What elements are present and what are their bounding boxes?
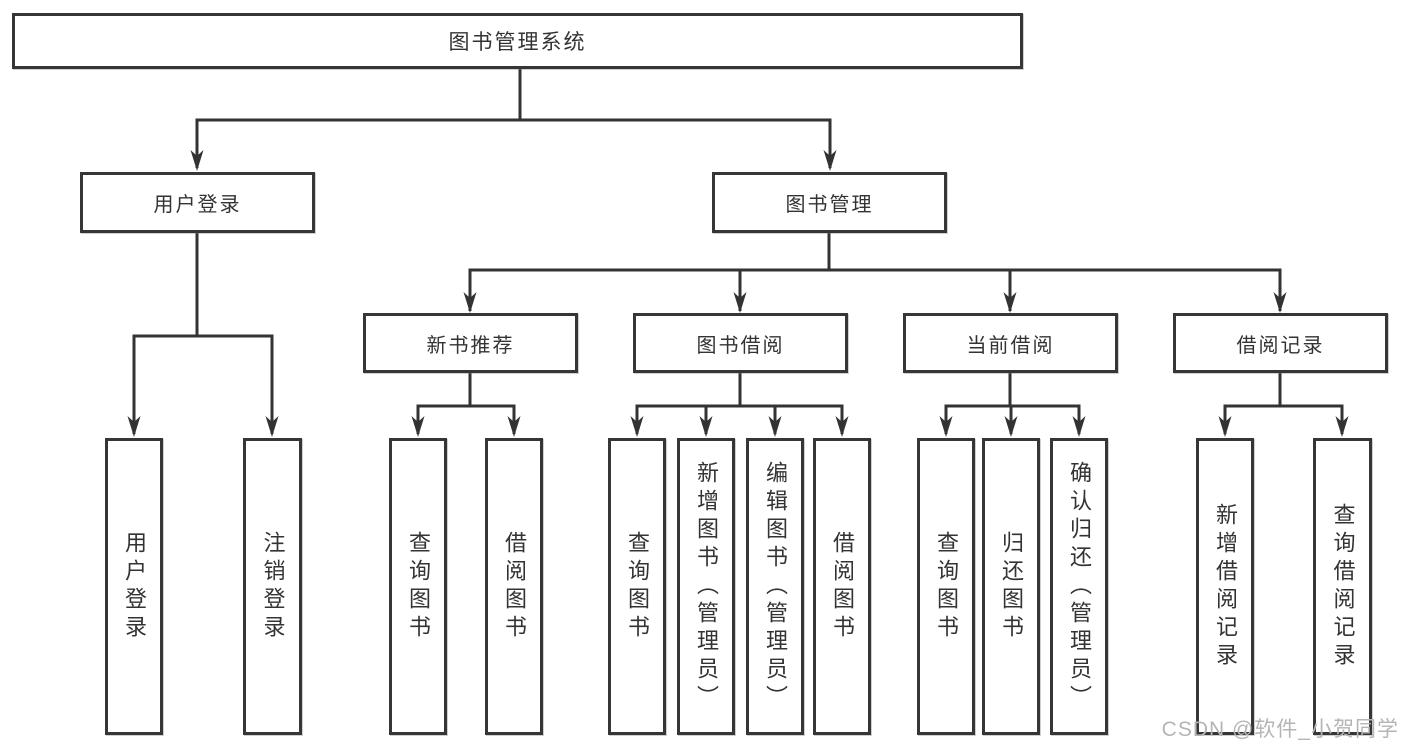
leaf-label: 注销登录 [260, 530, 286, 643]
leaf-label: 确认归还（管理员） [1067, 460, 1092, 713]
leaf-label: 归还图书 [999, 530, 1024, 643]
node-borrowing-records: 借阅记录 [1173, 313, 1388, 373]
leaf-node-borrow-books-2: 借阅图书 [813, 438, 871, 735]
leaf-label: 查询图书 [934, 530, 959, 643]
leaf-label: 查询借阅记录 [1330, 502, 1356, 671]
node-book-management: 图书管理 [712, 172, 947, 233]
leaf-label: 查询图书 [406, 530, 431, 643]
leaf-label: 新增图书（管理员） [694, 460, 719, 713]
leaf-label: 查询图书 [625, 530, 650, 643]
csdn-watermark: CSDN @软件_小贺同学 [1161, 718, 1399, 741]
leaf-node-return-books: 归还图书 [982, 438, 1040, 735]
node-root-label: 图书管理系统 [448, 31, 587, 54]
leaf-label: 借阅图书 [830, 530, 855, 643]
leaf-node-add-books-admin: 新增图书（管理员） [677, 438, 735, 735]
leaf-node-logout: 注销登录 [243, 438, 302, 735]
node-current-borrowing: 当前借阅 [903, 313, 1118, 373]
node-book-borrowing-label: 图书借阅 [696, 334, 785, 357]
leaf-label: 新增借阅记录 [1213, 502, 1238, 671]
leaf-node-confirm-return-admin: 确认归还（管理员） [1050, 438, 1108, 735]
node-new-book-recommendation-label: 新书推荐 [426, 334, 515, 357]
node-new-book-recommendation: 新书推荐 [363, 313, 578, 373]
leaf-node-query-borrow-record: 查询借阅记录 [1313, 438, 1372, 735]
leaf-node-add-borrow-record: 新增借阅记录 [1196, 438, 1254, 735]
node-borrowing-records-label: 借阅记录 [1236, 334, 1325, 357]
node-user-login: 用户登录 [80, 172, 315, 233]
node-book-borrowing: 图书借阅 [633, 313, 848, 373]
leaf-node-borrow-books-1: 借阅图书 [485, 438, 543, 735]
leaf-label: 借阅图书 [502, 530, 527, 643]
leaf-node-query-books-2: 查询图书 [608, 438, 666, 735]
node-user-login-label: 用户登录 [153, 194, 242, 216]
leaf-node-query-books-1: 查询图书 [389, 438, 447, 735]
leaf-node-query-books-3: 查询图书 [917, 438, 975, 735]
leaf-node-edit-books-admin: 编辑图书（管理员） [746, 438, 804, 735]
leaf-label: 用户登录 [122, 530, 147, 643]
node-current-borrowing-label: 当前借阅 [966, 334, 1055, 357]
node-book-management-label: 图书管理 [785, 194, 874, 216]
leaf-node-user-login: 用户登录 [105, 438, 163, 735]
leaf-label: 编辑图书（管理员） [763, 460, 788, 713]
node-root: 图书管理系统 [12, 13, 1023, 69]
